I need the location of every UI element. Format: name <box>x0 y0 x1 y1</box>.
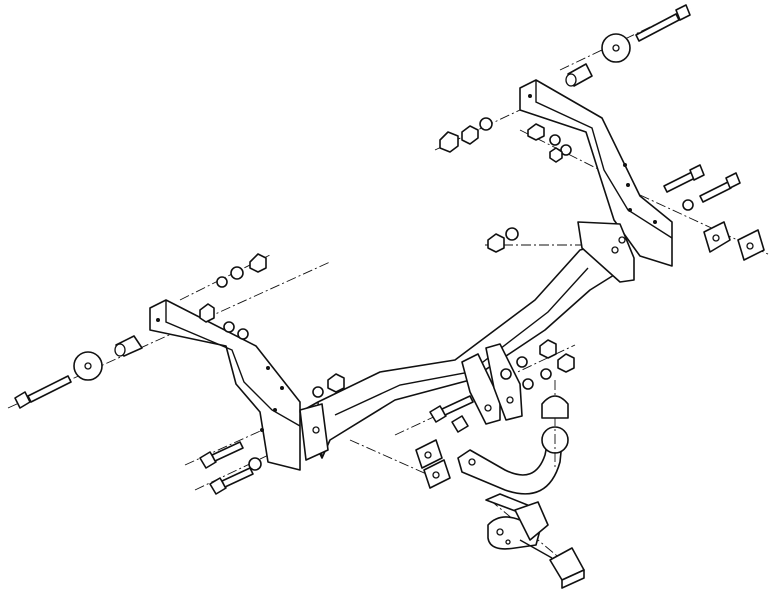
large-washer-right <box>601 33 631 63</box>
left-side-bracket <box>149 299 301 471</box>
assembly-lines <box>7 7 771 576</box>
cage-nut-clips <box>415 221 765 489</box>
long-bolt-right <box>635 4 691 42</box>
right-side-bracket <box>519 79 673 267</box>
spacer-tube-left <box>114 335 143 357</box>
main-cross-beam <box>299 221 635 461</box>
tow-ball-cap <box>541 395 569 419</box>
large-washer-left <box>73 351 103 381</box>
socket-plate <box>485 493 549 550</box>
spacer-tube-right <box>565 63 593 87</box>
tow-ball <box>541 380 569 470</box>
long-bolt-left <box>14 375 72 409</box>
short-bolts <box>199 164 741 495</box>
electrical-socket <box>519 539 585 589</box>
fasteners <box>199 117 694 471</box>
